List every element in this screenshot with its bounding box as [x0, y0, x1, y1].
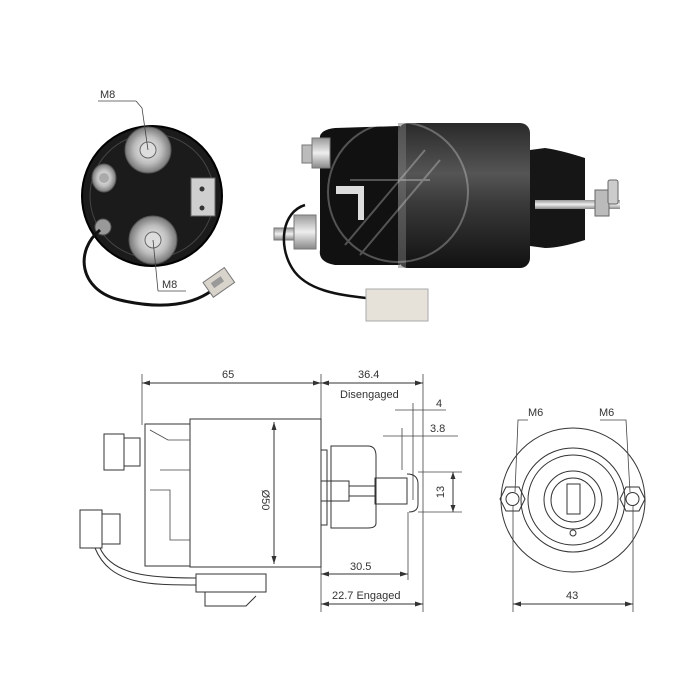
dim-mount-spacing: 43: [566, 590, 578, 602]
end-dimension-drawing: M6 M6 43: [499, 407, 646, 612]
dim-3-8: 3.8: [430, 423, 445, 435]
side-view-photo: [273, 121, 620, 322]
label-m8-bottom: M8: [162, 279, 177, 291]
label-disengaged: Disengaged: [340, 389, 399, 401]
side-dimension-drawing: 65 36.4 Disengaged 4 3.8 Ø50: [79, 369, 462, 612]
dim-overall-length: 65: [222, 369, 234, 381]
dim-30-5: 30.5: [350, 561, 371, 573]
label-m8-top: M8: [100, 89, 115, 101]
label-m6-right: M6: [599, 407, 614, 419]
dim-4: 4: [436, 398, 442, 410]
dim-engaged: 22.7 Engaged: [332, 590, 401, 602]
dim-13: 13: [435, 486, 447, 498]
dim-diameter: Ø50: [259, 490, 271, 511]
dim-plunger-disengaged: 36.4: [358, 369, 379, 381]
label-m6-left: M6: [528, 407, 543, 419]
end-view-photo: M8 M8: [81, 89, 236, 307]
